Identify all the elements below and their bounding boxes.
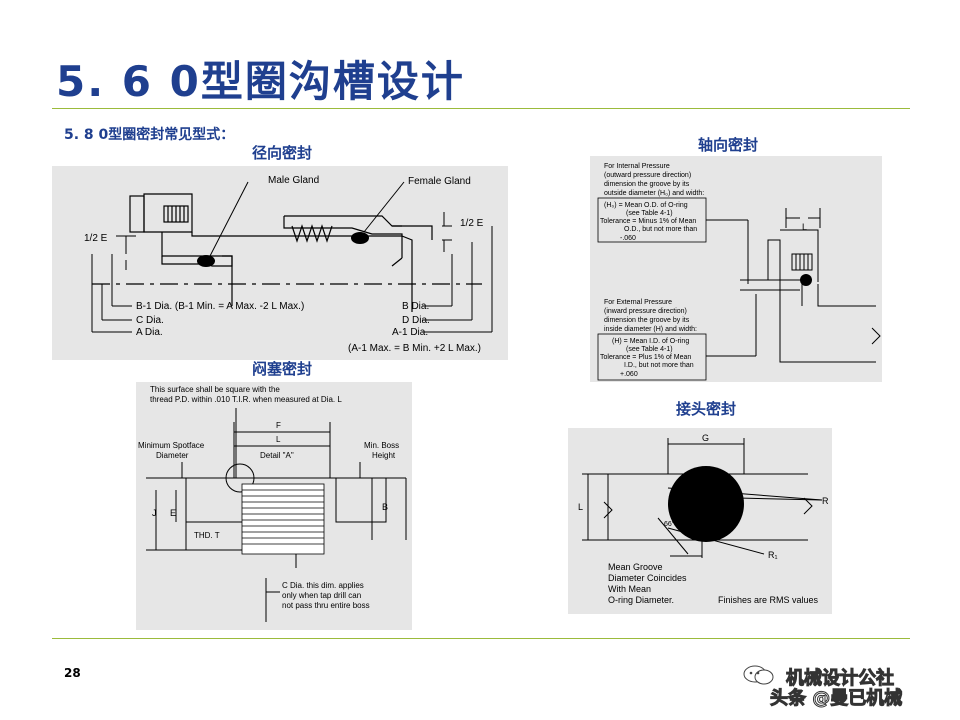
a1-dia-label: A-1 Dia.: [392, 327, 428, 338]
radial-seal-diagram: Male Gland Female Gland 1/2 E 1/2 E B-1 …: [52, 166, 508, 360]
caption-plug: 闷塞密封: [252, 360, 313, 378]
c-note-3: not pass thru entire boss: [282, 601, 370, 610]
plug-l-label: L: [276, 435, 281, 444]
section-subtitle: 5. 8 0型圈密封常见型式：: [64, 127, 235, 143]
plug-f-label: F: [276, 421, 281, 430]
boss-1: Min. Boss: [364, 441, 399, 450]
external-box-5: +.060: [620, 371, 638, 378]
boss-2: Height: [372, 451, 396, 460]
mean-line-4: O-ring Diameter.: [608, 595, 674, 605]
c-dia-label: C Dia.: [136, 315, 164, 326]
footer-divider: [52, 638, 910, 639]
mean-line-2: Diameter Coincides: [608, 573, 687, 583]
external-box-4: I.D., but not more than: [624, 362, 694, 369]
axial-seal-diagram: For Internal Pressure (outward pressure …: [590, 156, 882, 382]
finish-note: Finishes are RMS values: [718, 595, 819, 605]
external-line-4: inside diameter (H) and width:: [604, 326, 697, 333]
axial-l-label: L: [802, 222, 807, 232]
a1-note-label: (A-1 Max. = B Min. +2 L Max.): [348, 343, 481, 354]
d-dia-label: D Dia.: [402, 315, 430, 326]
plug-b-label: B: [382, 502, 388, 512]
internal-box-4: O.D., but not more than: [624, 226, 697, 233]
plug-e-label: E: [170, 508, 176, 518]
female-gland-label: Female Gland: [408, 176, 471, 187]
internal-line-2: (outward pressure direction): [604, 172, 691, 179]
external-box-3: Tolerance = Plus 1% of Mean: [600, 354, 691, 361]
plug-seal-diagram: This surface shall be square with the th…: [136, 382, 412, 630]
external-box-2: (see Table 4-1): [626, 346, 673, 353]
a-dia-label: A Dia.: [136, 327, 163, 338]
mean-line-3: With Mean: [608, 584, 651, 594]
fitting-angle-label: 66°: [664, 520, 675, 528]
c-note-2: only when tap drill can: [282, 591, 361, 600]
internal-box-3: Tolerance = Minus 1% of Mean: [600, 218, 696, 225]
caption-fitting: 接头密封: [676, 400, 737, 418]
external-box-1: (H) = Mean I.D. of O-ring: [612, 338, 689, 345]
internal-line-1: For Internal Pressure: [604, 163, 670, 170]
half-e-right-label: 1/2 E: [460, 218, 484, 229]
plug-note-1: This surface shall be square with the: [150, 385, 280, 394]
external-line-1: For External Pressure: [604, 299, 672, 306]
internal-line-4: outside diameter (H₀) and width:: [604, 190, 704, 197]
external-line-3: dimension the groove by its: [604, 317, 690, 324]
plug-note-2: thread P.D. within .010 T.I.R. when meas…: [150, 395, 342, 404]
caption-axial: 轴向密封: [698, 136, 759, 154]
internal-box-5: -.060: [620, 235, 636, 242]
spotface-2: Diameter: [156, 451, 189, 460]
internal-box-1: (H₀) = Mean O.D. of O-ring: [604, 202, 688, 209]
watermark-line-2: 头条 @曼已机械: [769, 688, 903, 710]
fitting-r-label: R: [822, 496, 829, 506]
internal-box-2: (see Table 4-1): [626, 210, 673, 217]
detail-a-label: Detail "A": [260, 451, 294, 460]
spotface-1: Minimum Spotface: [138, 441, 205, 450]
c-note-1: C Dia. this dim. applies: [282, 581, 364, 590]
thd-label: THD. T: [194, 531, 220, 540]
page-title: 5. 6 0型圈沟槽设计: [56, 57, 465, 106]
page-number: 28: [64, 666, 81, 680]
wechat-icon: [743, 665, 774, 685]
male-gland-label: Male Gland: [268, 175, 319, 186]
caption-radial: 径向密封: [252, 144, 313, 162]
watermark-line-1: 机械设计公社: [786, 668, 895, 690]
fitting-g-label: G: [702, 433, 709, 443]
internal-line-3: dimension the groove by its: [604, 181, 690, 188]
fitting-seal-diagram: G L R R₁ 66° Mean Groove Diameter Coinci…: [568, 428, 832, 614]
half-e-left-label: 1/2 E: [84, 233, 108, 244]
external-line-2: (inward pressure direction): [604, 308, 687, 315]
plug-j-label: J: [152, 508, 157, 518]
fitting-l-label: L: [578, 502, 583, 512]
mean-line-1: Mean Groove: [608, 562, 663, 572]
b-dia-label: B Dia.: [402, 301, 429, 312]
fitting-r1-label: R₁: [768, 550, 778, 560]
b1-dia-label: B-1 Dia. (B-1 Min. = A Max. -2 L Max.): [136, 301, 304, 312]
title-divider: [52, 108, 910, 109]
